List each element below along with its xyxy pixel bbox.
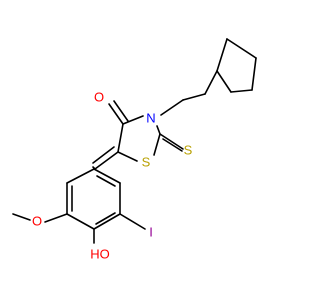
bond [113, 100, 129, 122]
iodine-label: I [149, 224, 153, 239]
benzene-substituents [12, 213, 146, 244]
bond [153, 133, 161, 156]
bond [95, 212, 116, 225]
bond [162, 138, 183, 152]
carbonyl-oxygen-label: O [94, 89, 104, 104]
bond [12, 213, 31, 221]
bond [66, 168, 95, 184]
bond [108, 103, 124, 125]
ring-sulfur-label: S [142, 154, 151, 169]
thiazolidinone-ring [117, 115, 161, 162]
bond [159, 133, 184, 150]
benzene-ring [66, 168, 121, 230]
bond [117, 123, 124, 153]
bond [93, 168, 121, 184]
bond [251, 57, 257, 91]
bond [44, 213, 68, 223]
bond [156, 125, 161, 135]
bond [230, 89, 253, 93]
exocyclic-double-bond [92, 146, 119, 170]
bond [226, 38, 257, 59]
ethyl-linker [160, 70, 218, 116]
bond [94, 151, 119, 170]
thione-group [159, 133, 184, 152]
bond [204, 70, 218, 95]
bond [96, 175, 116, 187]
bond [119, 213, 146, 230]
hydroxyl-label: HO [90, 246, 110, 261]
ring-nitrogen-label: N [146, 110, 155, 125]
bond [160, 99, 184, 116]
thione-sulfur-label: S [184, 142, 193, 157]
bond [216, 70, 232, 93]
methoxy-oxygen-label: O [32, 213, 42, 228]
molecule-canvas: O N S S I HO O [12, 38, 257, 262]
bond [216, 38, 228, 72]
bond [66, 213, 95, 230]
cyclopentyl-ring [216, 38, 257, 93]
carbonyl-group [108, 100, 129, 125]
bond [182, 93, 206, 101]
molecule-structure: O N S S I HO O [12, 38, 257, 261]
bond [122, 115, 144, 125]
bond [117, 151, 138, 162]
bond [92, 146, 115, 164]
bond [93, 213, 121, 230]
